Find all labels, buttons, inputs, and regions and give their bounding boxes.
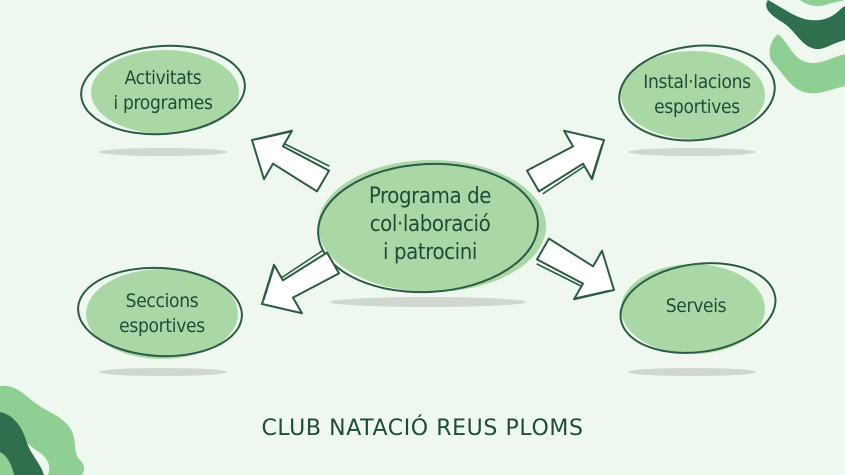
node-bottom-left-label: Seccions esportives: [119, 290, 205, 337]
shadow-top-right: [628, 148, 756, 156]
node-top-right-bubble: [618, 44, 776, 142]
node-top-left-label: Activitats i programes: [113, 67, 213, 114]
arrow-to-top-right: [525, 129, 605, 195]
arrow-to-bottom-left: [261, 249, 341, 315]
shadow-center: [330, 297, 526, 307]
shadow-top-left: [99, 148, 227, 156]
shadow-bottom-right: [628, 368, 756, 376]
node-top-right-label: Instal·lacions esportives: [643, 71, 751, 118]
shadow-bottom-left: [99, 368, 227, 376]
node-center-bubble: [317, 160, 546, 294]
node-bottom-right-label: Serveis: [665, 294, 727, 317]
node-top-left-bubble: [80, 44, 246, 136]
node-center-label: Programa de col·laboració i patrocini: [368, 184, 492, 265]
club-name-footer: CLUB NATACIÓ REUS PLOMS: [261, 416, 584, 441]
arrow-to-top-left: [251, 129, 331, 193]
top-right-wave-decoration: [766, 0, 845, 94]
arrow-to-bottom-right: [535, 237, 615, 301]
node-bottom-right-bubble: [619, 262, 777, 354]
node-bottom-left-bubble: [77, 266, 243, 359]
bottom-left-wave-decoration: [0, 385, 84, 475]
